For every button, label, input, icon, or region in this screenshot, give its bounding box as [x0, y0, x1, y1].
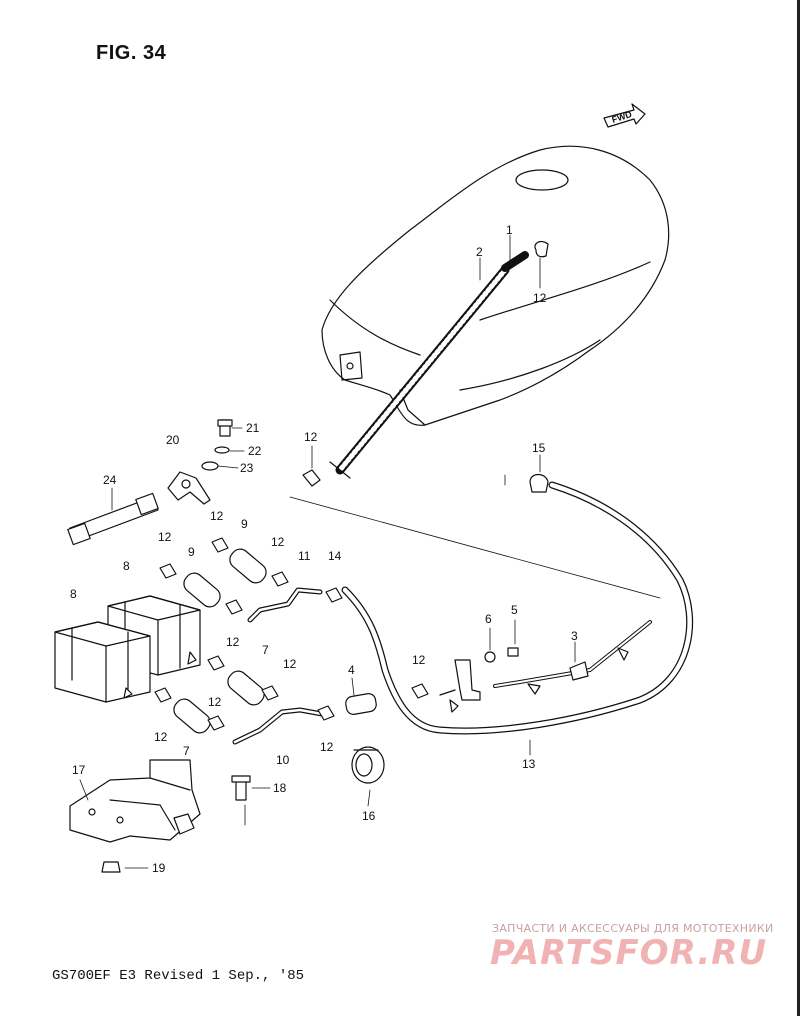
- clip-20: [167, 419, 233, 505]
- breather-hose: [329, 251, 529, 479]
- callout-3: 3: [571, 629, 578, 643]
- page-edge: [797, 0, 800, 1016]
- callout-leaders: [79, 427, 576, 869]
- fwd-arrow-icon: FWD: [603, 103, 646, 128]
- leader-lines: [244, 234, 661, 826]
- pipe-3: [493, 620, 652, 695]
- footer-caption: GS700EF E3 Revised 1 Sep., '85: [52, 968, 305, 984]
- callout-12: 12: [226, 635, 240, 649]
- clamps-12: [154, 537, 429, 731]
- callout-22: 22: [248, 444, 262, 458]
- fuel-tank: [321, 145, 670, 426]
- canisters: [54, 595, 201, 703]
- callout-12: 12: [412, 653, 426, 667]
- strap-24: [67, 492, 159, 546]
- callout-21: 21: [246, 421, 260, 435]
- callout-12: 12: [304, 430, 318, 444]
- callout-17: 17: [72, 763, 86, 777]
- callout-12: 12: [210, 509, 224, 523]
- callout-18: 18: [273, 781, 287, 795]
- hose-4: [345, 693, 377, 715]
- callout-12: 12: [283, 657, 297, 671]
- callout-6: 6: [485, 612, 492, 626]
- callout-labels: 1 2 12 12 15 21 22 23 20 24 9 12 12 9 11…: [70, 223, 578, 875]
- callout-7: 7: [262, 643, 269, 657]
- pipes-11-10: [232, 587, 325, 745]
- grommet-16: [351, 746, 385, 784]
- callout-12: 12: [154, 730, 168, 744]
- callout-8: 8: [123, 559, 130, 573]
- callout-13: 13: [522, 757, 536, 771]
- callout-8: 8: [70, 587, 77, 601]
- callout-2: 2: [476, 245, 483, 259]
- short-hoses: [173, 548, 267, 734]
- callout-14: 14: [328, 549, 342, 563]
- hose-13: [341, 481, 694, 735]
- bracket-17: [69, 759, 251, 873]
- callout-9: 9: [241, 517, 248, 531]
- callout-16: 16: [362, 809, 376, 823]
- callout-24: 24: [103, 473, 117, 487]
- callout-10: 10: [276, 753, 290, 767]
- clamp-top: [302, 240, 549, 493]
- callout-9: 9: [188, 545, 195, 559]
- callout-1: 1: [506, 223, 513, 237]
- callout-23: 23: [240, 461, 254, 475]
- callout-4: 4: [348, 663, 355, 677]
- callout-7: 7: [183, 744, 190, 758]
- callout-12: 12: [208, 695, 222, 709]
- callout-20: 20: [166, 433, 180, 447]
- callout-11: 11: [298, 549, 311, 563]
- watermark-subtitle: ЗАПЧАСТИ И АКСЕССУАРЫ ДЛЯ МОТОТЕХНИКИ: [492, 922, 774, 935]
- callout-5: 5: [511, 603, 518, 617]
- callout-12: 12: [271, 535, 285, 549]
- callout-12: 12: [320, 740, 334, 754]
- figure-title: FIG. 34: [96, 42, 167, 64]
- callout-15: 15: [532, 441, 546, 455]
- watermark-logo: PARTSFOR.RU: [490, 933, 768, 973]
- bracket: [439, 647, 519, 713]
- callout-12: 12: [158, 530, 172, 544]
- callout-19: 19: [152, 861, 166, 875]
- callout-12: 12: [533, 291, 547, 305]
